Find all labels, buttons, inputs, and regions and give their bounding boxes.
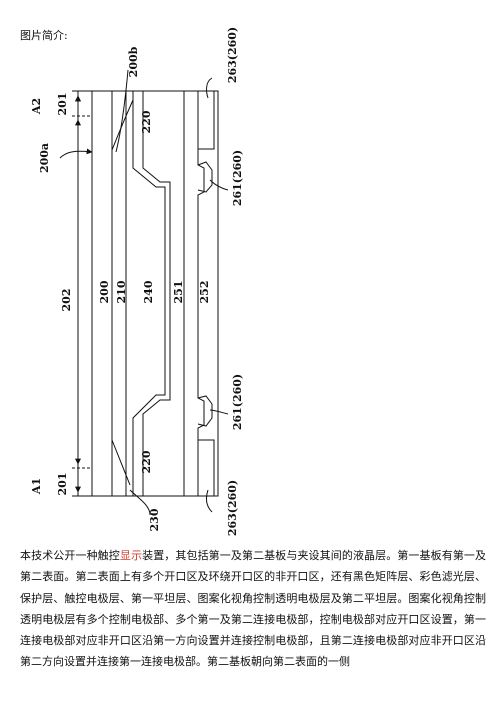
label-220-top: 220 bbox=[140, 110, 153, 133]
leader-261-bottom bbox=[209, 409, 229, 415]
highlighted-keyword-link[interactable]: 显示 bbox=[119, 549, 143, 562]
label-200a: 200a bbox=[38, 143, 51, 173]
layer-252-line bbox=[197, 91, 205, 496]
label-200b: 200b bbox=[127, 46, 140, 77]
pad-263-top bbox=[197, 90, 215, 150]
pad-263-bottom bbox=[197, 439, 215, 497]
leader-200b bbox=[115, 69, 129, 153]
bump-261-top bbox=[197, 161, 213, 193]
leader-263-top bbox=[206, 77, 213, 99]
label-261-bottom: 261(260) bbox=[231, 374, 244, 430]
label-230: 230 bbox=[148, 508, 161, 531]
label-a2: A2 bbox=[30, 98, 43, 115]
patent-cross-section-figure: A2 201 200a 200b 220 202 200 210 240 251… bbox=[30, 27, 244, 536]
edge-200b bbox=[111, 99, 134, 151]
leader-263-bottom bbox=[206, 489, 213, 513]
layer-240-outline bbox=[132, 91, 166, 496]
abstract-text: 本技术公开一种触控显示装置，其包括第一及第二基板与夹设其间的液晶层。第一基板有第… bbox=[20, 545, 486, 673]
label-263-bottom: 263(260) bbox=[226, 480, 239, 536]
leader-230 bbox=[129, 489, 151, 516]
label-261-top: 261(260) bbox=[231, 150, 244, 206]
abstract-before: 本技术公开一种触控 bbox=[20, 549, 120, 562]
label-a1: A1 bbox=[30, 478, 43, 495]
layer-240-inner bbox=[142, 91, 171, 496]
label-201-top: 201 bbox=[56, 93, 69, 116]
figure-caption: 图片简介: bbox=[20, 29, 68, 42]
edge-lower bbox=[111, 439, 131, 486]
bump-261-bottom bbox=[197, 395, 213, 427]
label-263-top: 263(260) bbox=[226, 27, 239, 83]
label-201-bottom: 201 bbox=[56, 473, 69, 496]
label-240: 240 bbox=[142, 280, 155, 303]
panel-outline bbox=[91, 90, 219, 497]
label-210: 210 bbox=[115, 280, 128, 303]
leader-261-top bbox=[209, 179, 229, 191]
label-200: 200 bbox=[98, 280, 111, 303]
abstract-after: 装置，其包括第一及第二基板与夹设其间的液晶层。第一基板有第一及第二表面。第二表面… bbox=[20, 549, 487, 669]
label-252: 252 bbox=[198, 281, 211, 304]
label-220-bottom: 220 bbox=[140, 450, 153, 473]
label-251: 251 bbox=[172, 281, 185, 304]
label-202: 202 bbox=[60, 289, 73, 312]
leader-200a bbox=[59, 148, 93, 159]
